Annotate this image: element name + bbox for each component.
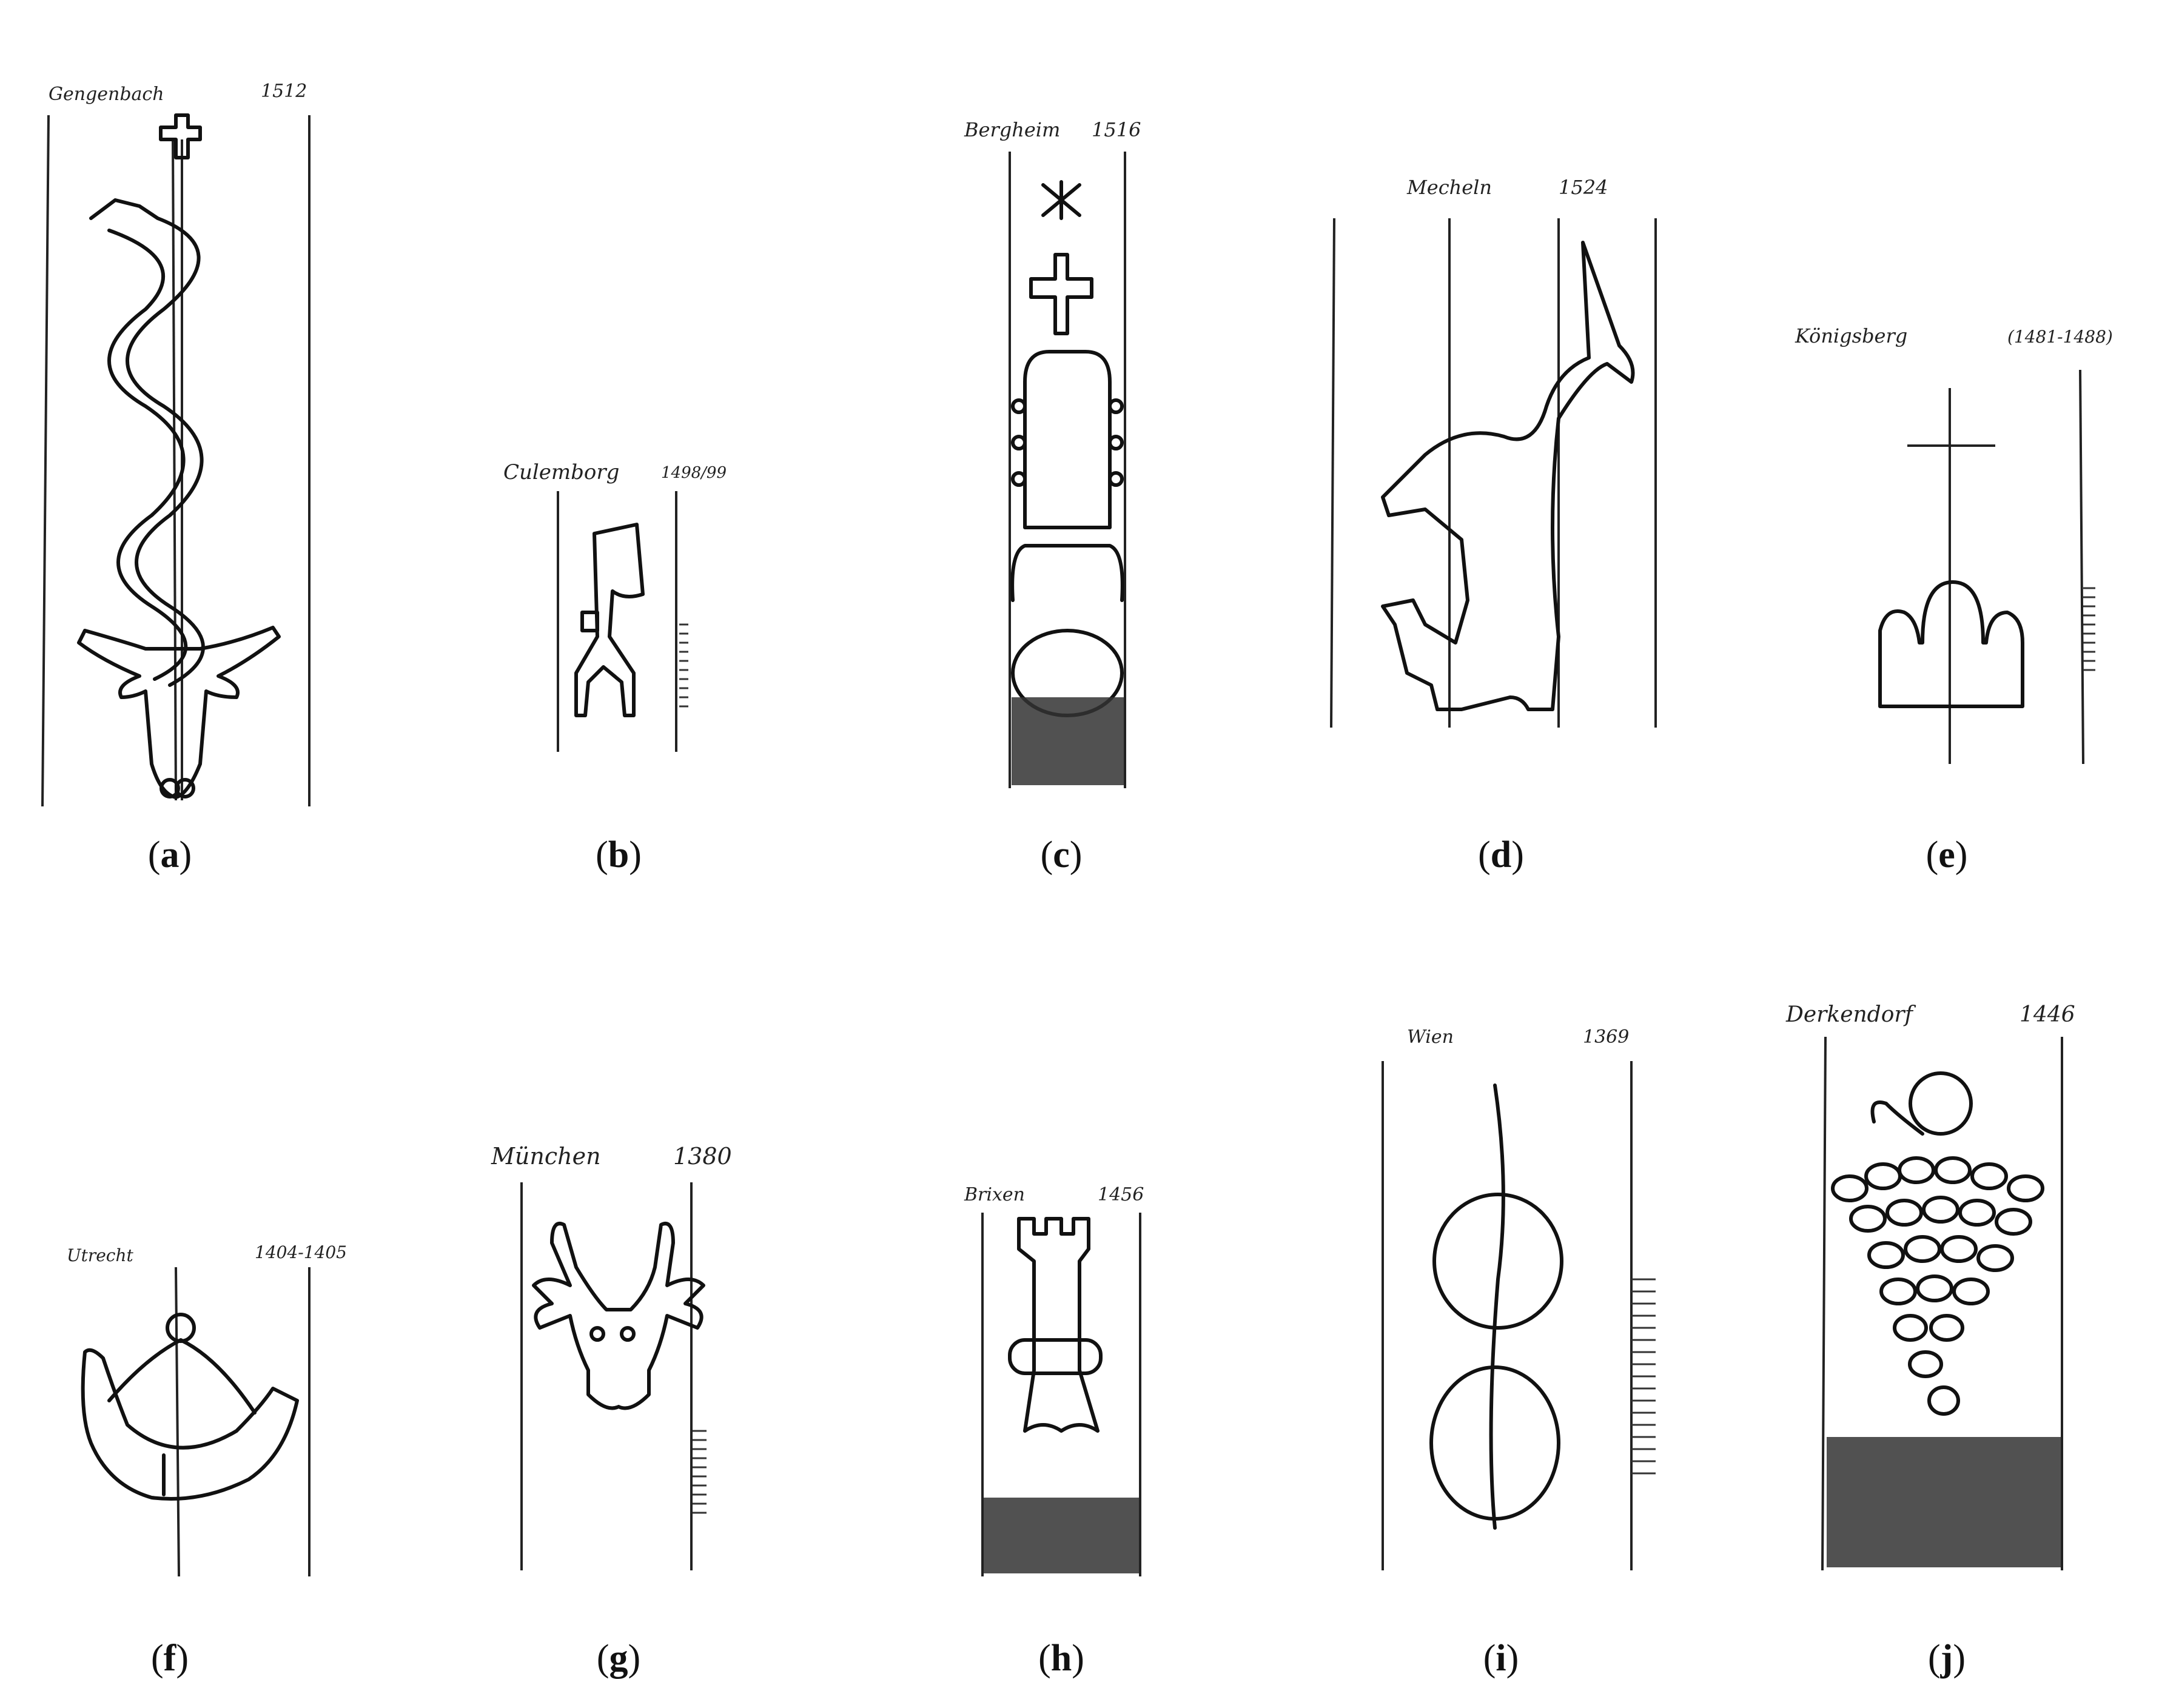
panel-a: Gengenbach 1512	[36, 79, 327, 825]
caption-a: (a)	[147, 834, 192, 876]
ox-head-shape	[77, 626, 281, 799]
unicorn-shape	[1381, 241, 1635, 711]
tower-shape	[1017, 1217, 1100, 1433]
snake-shape	[89, 198, 205, 687]
panel-j-place: Derkendorf	[1785, 1002, 1916, 1027]
panel-c: Bergheim 1516	[958, 103, 1177, 800]
panel-b: Culemborg 1498/99	[467, 443, 758, 782]
panel-e-year: (1481-1488)	[2007, 327, 2113, 347]
panel-d-year: 1524	[1559, 176, 1608, 199]
watermark-f-drawing: Utrecht 1404-1405	[67, 1242, 347, 1577]
panel-f: Utrecht 1404-1405	[18, 1213, 382, 1601]
panel-c-year: 1516	[1092, 118, 1141, 141]
panel-c-place: Bergheim	[964, 118, 1060, 141]
caption-b: (b)	[596, 834, 642, 876]
horn-shape	[81, 1348, 299, 1501]
caption-d: (d)	[1478, 834, 1524, 876]
hatch-h	[984, 1498, 1139, 1573]
panel-a-place: Gengenbach	[49, 84, 164, 105]
panel-e: Königsberg (1481-1488)	[1783, 303, 2147, 788]
cross-shape	[159, 113, 202, 159]
panel-b-place: Culemborg	[503, 460, 619, 484]
caption-j: (j)	[1928, 1638, 1966, 1679]
panel-i-year: 1369	[1583, 1026, 1629, 1048]
panel-h: Brixen 1456	[958, 1170, 1177, 1595]
crown-frame	[1023, 350, 1112, 529]
caption-i: (i)	[1483, 1638, 1519, 1679]
panel-d: Mecheln 1524	[1304, 164, 1680, 806]
panel-e-place: Königsberg	[1795, 324, 1907, 347]
watermark-e-drawing: Königsberg (1481-1488)	[1795, 324, 2113, 765]
panel-i: Wien 1369	[1334, 1006, 1674, 1589]
upper-circle	[1432, 1193, 1563, 1330]
horn-ring	[166, 1313, 196, 1343]
snake-inner	[107, 229, 188, 681]
panel-a-year: 1512	[261, 81, 307, 102]
watermark-a-drawing: Gengenbach 1512	[41, 81, 311, 807]
caption-f: (f)	[151, 1638, 189, 1679]
watermark-d-drawing: Mecheln 1524	[1330, 176, 1657, 728]
caption-c: (c)	[1040, 834, 1083, 876]
panel-g-year: 1380	[673, 1143, 732, 1170]
watermark-b-drawing: Culemborg 1498/99	[503, 460, 727, 752]
panel-j-year: 1446	[2020, 1002, 2075, 1027]
panel-g-place: München	[491, 1143, 601, 1170]
stag-head-shape	[532, 1222, 705, 1410]
panel-g: München 1380	[473, 1128, 788, 1589]
panel-d-place: Mecheln	[1406, 176, 1492, 199]
hatch-j	[1827, 1437, 2061, 1567]
watermark-i-drawing: Wien 1369	[1382, 1026, 1656, 1570]
watermark-g-drawing: München 1380	[491, 1143, 732, 1570]
caption-h: (h)	[1038, 1638, 1084, 1679]
panel-b-year: 1498/99	[661, 464, 727, 482]
hatch-g	[693, 1430, 707, 1514]
caption-e: (e)	[1926, 834, 1968, 876]
crown-e-shape	[1878, 580, 2024, 708]
letter-p-shape	[574, 523, 645, 717]
hatch-e	[2083, 587, 2095, 671]
hatch-b	[679, 623, 688, 708]
lower-circle	[1429, 1365, 1560, 1521]
panel-j: Derkendorf 1446	[1777, 988, 2129, 1595]
panel-i-place: Wien	[1407, 1026, 1454, 1048]
grape-cluster	[1831, 1156, 2044, 1416]
grape-top	[1909, 1071, 1973, 1136]
hatch-c	[1012, 697, 1124, 785]
grape-tendril	[1870, 1100, 1924, 1136]
panel-h-place: Brixen	[964, 1184, 1025, 1205]
hatch-i	[1631, 1278, 1656, 1475]
watermark-h-drawing: Brixen 1456	[964, 1184, 1144, 1576]
panel-f-year: 1404-1405	[255, 1242, 347, 1262]
scale-line	[1489, 1083, 1505, 1530]
star-shape	[1041, 180, 1081, 220]
watermark-c-drawing: Bergheim 1516	[964, 118, 1141, 788]
panel-h-year: 1456	[1098, 1184, 1144, 1205]
watermark-j-drawing: Derkendorf 1446	[1785, 1002, 2075, 1571]
caption-g: (g)	[596, 1638, 641, 1679]
cross-c-shape	[1029, 253, 1093, 335]
tower-band	[1008, 1338, 1103, 1375]
panel-f-place: Utrecht	[67, 1245, 134, 1265]
